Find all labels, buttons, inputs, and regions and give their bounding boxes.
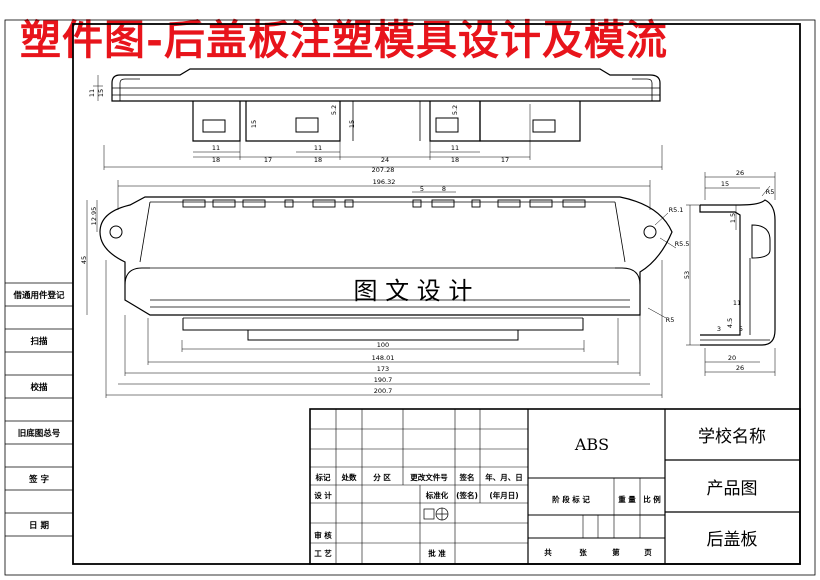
tb-stage: 阶 段 标 记 bbox=[552, 494, 590, 504]
outer-border bbox=[4, 19, 816, 576]
tb-change-doc: 更改文件号 bbox=[410, 472, 448, 482]
dim-side-11: 11 bbox=[733, 299, 741, 307]
tb-review: 审 核 bbox=[314, 530, 332, 540]
tb-zone: 分 区 bbox=[373, 472, 391, 482]
plan-view-dimension-lines bbox=[86, 180, 677, 398]
dim-top-w5: 18 bbox=[314, 156, 322, 164]
dim-top-height-b: 15 bbox=[97, 89, 105, 97]
tb-sheets-unit: 张 bbox=[579, 548, 587, 557]
dim-plan-left-b: 45 bbox=[80, 256, 88, 264]
dim-side-r5: R5 bbox=[766, 188, 775, 196]
dim-slot-height-4: 5.2 bbox=[451, 105, 459, 115]
dim-side-1-5: 1.5 bbox=[729, 213, 737, 223]
dim-top-total: 207.28 bbox=[372, 166, 395, 174]
dim-plan-b5: 200.7 bbox=[374, 387, 393, 395]
dim-plan-r1: R5.1 bbox=[669, 206, 684, 214]
dim-plan-r3: R5 bbox=[666, 316, 675, 324]
side-view-dimension-lines bbox=[686, 172, 776, 376]
dim-top-w1: 11 bbox=[212, 144, 220, 152]
dim-side-26-top: 26 bbox=[736, 169, 744, 177]
part-name: 后盖板 bbox=[707, 530, 758, 550]
watermark-text: 图 文 设 计 bbox=[354, 277, 473, 305]
left-cell-date: 日 期 bbox=[29, 520, 49, 531]
dim-side-4-5: 4.5 bbox=[726, 318, 734, 328]
tb-count: 处数 bbox=[341, 472, 357, 482]
tb-mark: 标记 bbox=[315, 472, 331, 482]
side-view bbox=[699, 199, 776, 346]
tb-design-date: (年月日) bbox=[489, 490, 518, 500]
dim-top-w7: 11 bbox=[451, 144, 459, 152]
dim-top-w4: 11 bbox=[314, 144, 322, 152]
dim-top-w8: 18 bbox=[451, 156, 459, 164]
left-cell-borrow: 借通用件登记 bbox=[12, 290, 65, 301]
dim-side-5: 5 bbox=[739, 325, 743, 333]
dim-slot-height-1: 15 bbox=[250, 120, 258, 128]
dim-side-20: 20 bbox=[728, 354, 736, 362]
tb-approve: 批 准 bbox=[428, 548, 446, 558]
plan-view bbox=[99, 196, 673, 341]
tb-design: 设 计 bbox=[314, 490, 332, 500]
front-view-dimension-lines bbox=[93, 75, 663, 170]
tb-signature: 签名 bbox=[459, 472, 475, 482]
front-view bbox=[111, 68, 661, 142]
left-cell-trace: 校描 bbox=[30, 382, 48, 393]
tb-scale: 比 例 bbox=[643, 494, 661, 504]
tb-standardize: 标准化 bbox=[425, 490, 449, 500]
dim-plan-left-a: 12.95 bbox=[90, 207, 98, 226]
left-signature-column bbox=[5, 282, 73, 537]
dim-side-15: 15 bbox=[721, 180, 729, 188]
tb-page: 页 bbox=[644, 548, 652, 557]
drawing-type: 产品图 bbox=[707, 479, 758, 499]
tb-total: 共 bbox=[544, 547, 552, 557]
school-name: 学校名称 bbox=[698, 427, 766, 447]
tb-process: 工 艺 bbox=[314, 548, 332, 558]
dim-top-w6: 24 bbox=[381, 156, 389, 164]
dim-side-3: 3 bbox=[717, 325, 721, 333]
dim-plan-gap-5: 5 bbox=[420, 185, 424, 193]
left-cell-scan: 扫描 bbox=[30, 336, 48, 347]
tb-date: 年、月、日 bbox=[485, 472, 523, 482]
dim-plan-r2: R5.5 bbox=[675, 240, 690, 248]
dim-top-w2: 18 bbox=[212, 156, 220, 164]
dim-plan-total-top: 196.32 bbox=[373, 178, 396, 186]
dim-slot-height-2: 5.2 bbox=[330, 105, 338, 115]
title-block bbox=[309, 408, 801, 565]
tb-sheet-no: 第 bbox=[612, 547, 620, 557]
dim-side-53: 53 bbox=[683, 271, 691, 279]
dim-plan-b3: 173 bbox=[377, 365, 389, 373]
dim-top-w3: 17 bbox=[264, 156, 272, 164]
material-text: ABS bbox=[574, 435, 609, 454]
left-cell-old-number: 旧底图总号 bbox=[18, 428, 61, 439]
dim-plan-b2: 148.01 bbox=[372, 354, 395, 362]
dim-side-26-bottom: 26 bbox=[736, 364, 744, 372]
tb-design-sign: (签名) bbox=[456, 490, 478, 500]
dim-plan-b1: 100 bbox=[377, 341, 389, 349]
dim-top-w9: 17 bbox=[501, 156, 509, 164]
dim-plan-gap-8: 8 bbox=[442, 185, 446, 193]
dim-top-height-a: 11 bbox=[88, 89, 96, 97]
dim-slot-height-3: 15 bbox=[348, 120, 356, 128]
tb-weight: 重 量 bbox=[618, 494, 636, 504]
dim-plan-b4: 190.7 bbox=[374, 376, 393, 384]
left-cell-sign: 签 字 bbox=[28, 474, 49, 485]
